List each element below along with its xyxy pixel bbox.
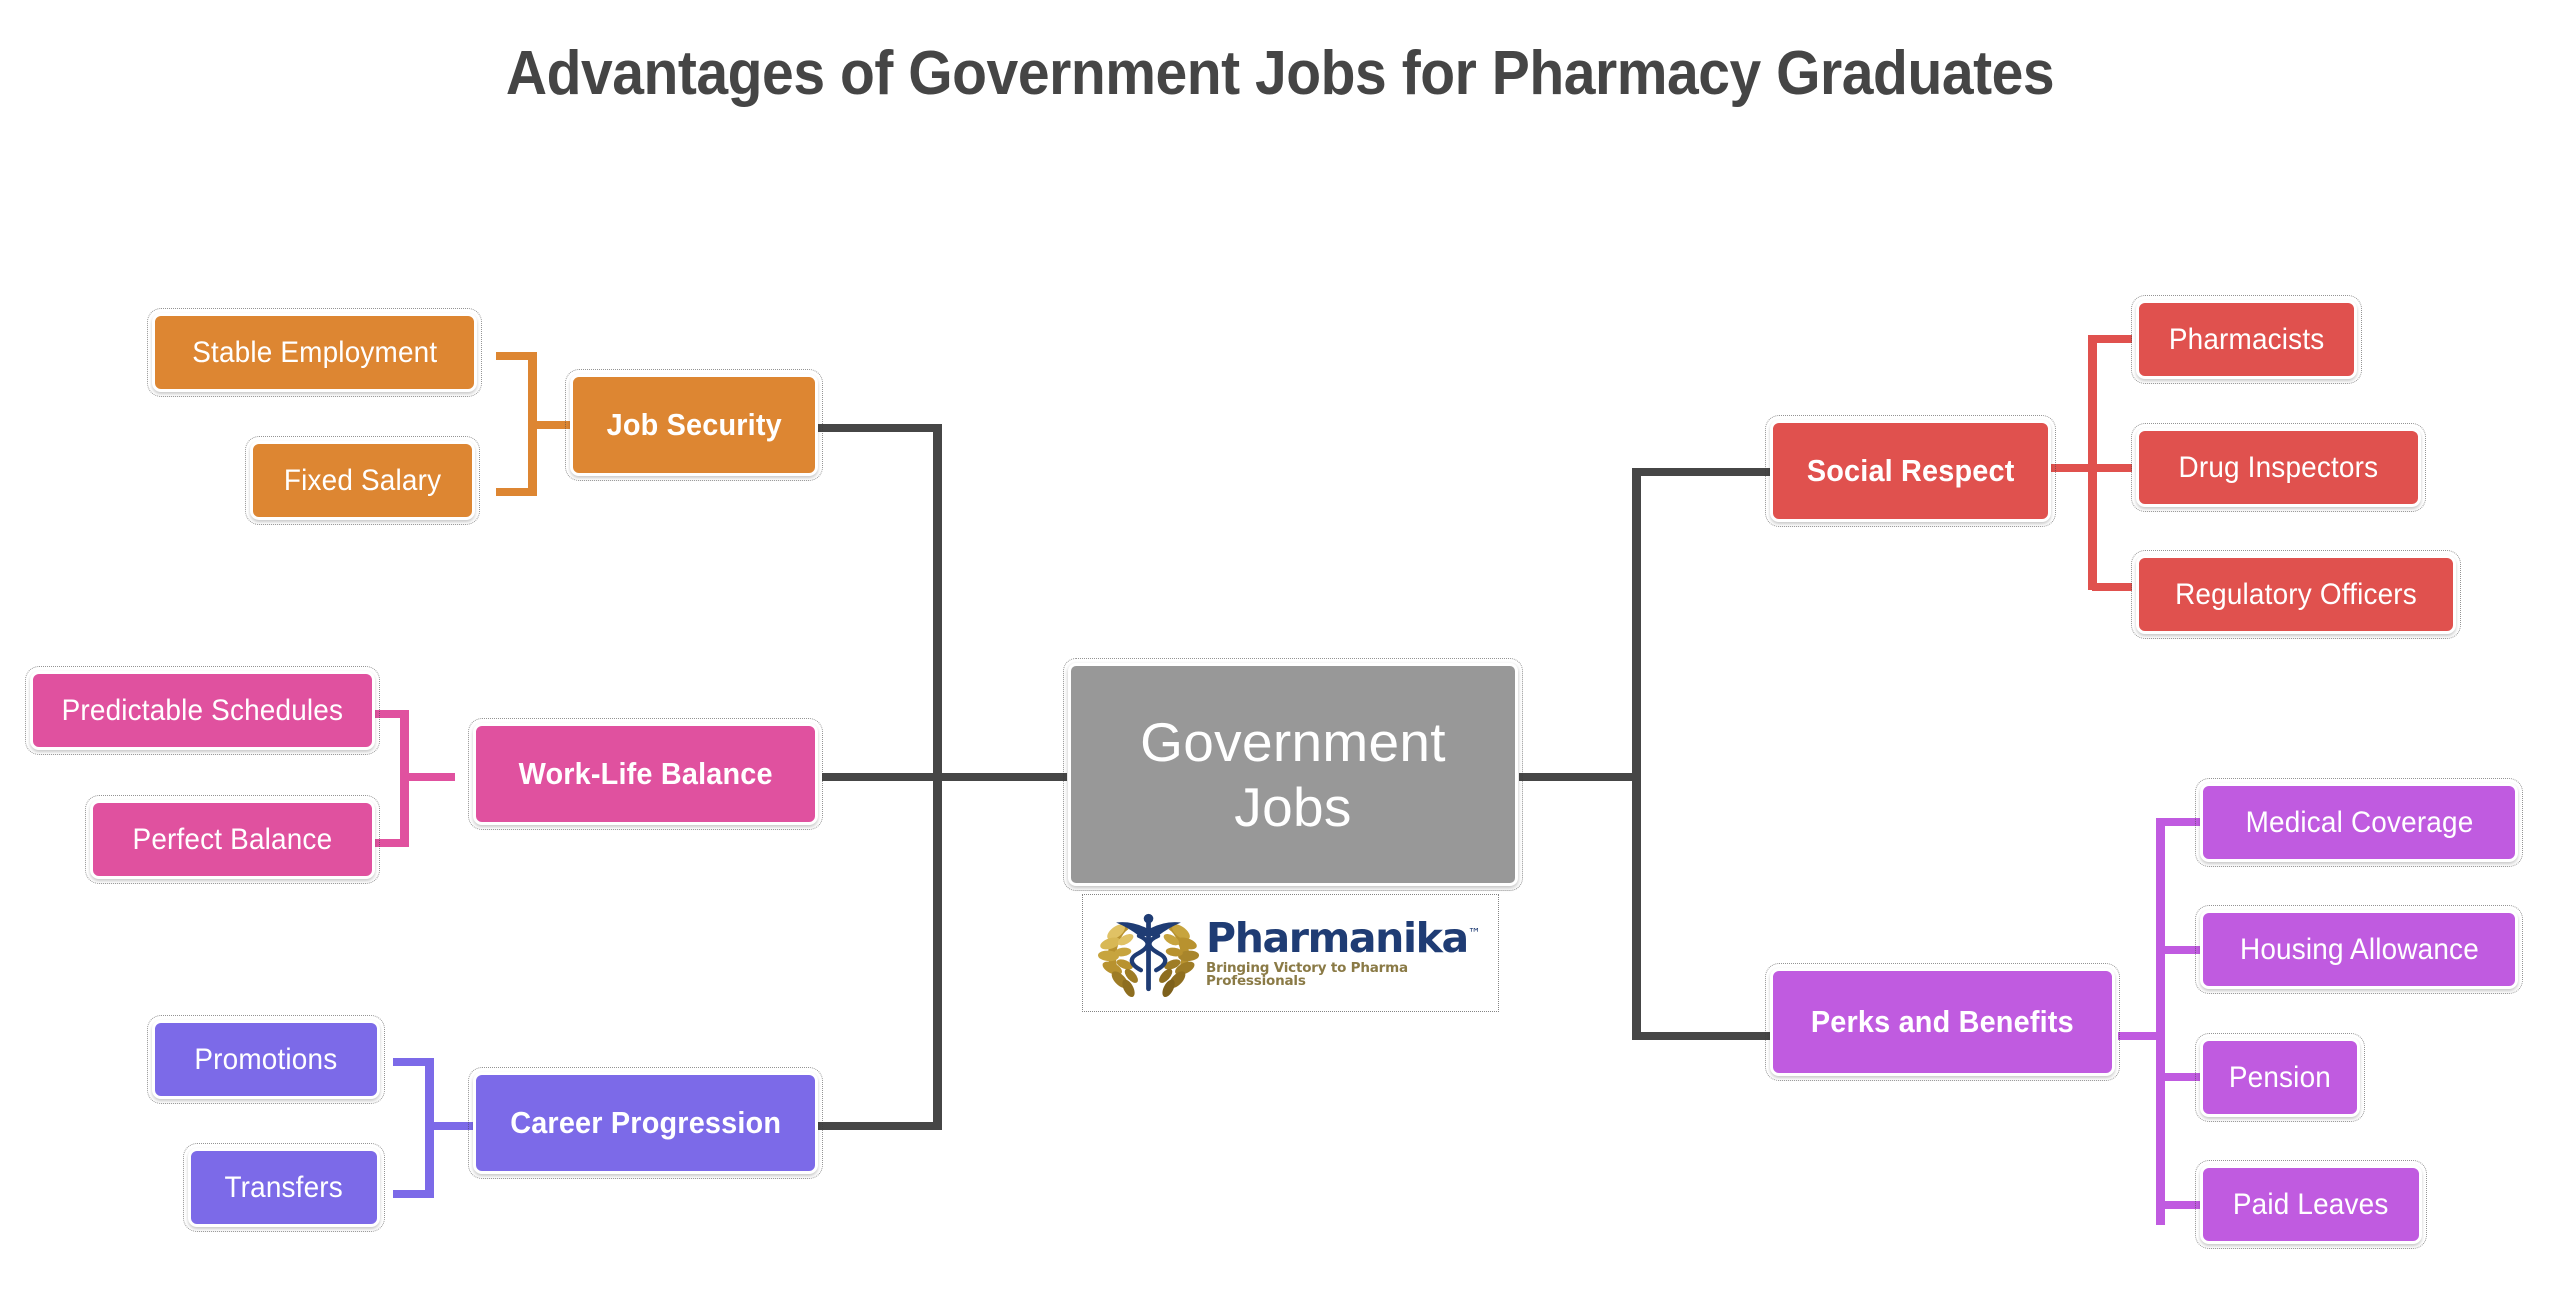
main-connector-right-vertical bbox=[1632, 468, 1641, 1040]
center-label-line1: Government bbox=[1140, 710, 1446, 773]
main-connector-left-top-arm bbox=[817, 424, 939, 432]
connector-perfect-balance-arm bbox=[375, 839, 407, 847]
node-label: Medical Coverage bbox=[2245, 805, 2473, 839]
node-label: Career Progression bbox=[510, 1104, 781, 1140]
node-label: Drug Inspectors bbox=[2178, 450, 2379, 484]
page-title: Advantages of Government Jobs for Pharma… bbox=[505, 39, 2055, 108]
logo-wordmark: Pharmanika™ bbox=[1206, 913, 1481, 962]
node-work-life-balance[interactable]: Work-Life Balance bbox=[468, 718, 823, 830]
node-career-progression[interactable]: Career Progression bbox=[468, 1067, 823, 1179]
connector-perks-vertical bbox=[2156, 818, 2165, 1225]
connector-social-respect-vertical bbox=[2088, 335, 2097, 590]
node-transfers[interactable]: Transfers bbox=[183, 1143, 385, 1232]
connector-fixed-salary-arm bbox=[496, 488, 536, 496]
trademark-symbol: ™ bbox=[1467, 925, 1481, 941]
connector-transfers-arm bbox=[393, 1190, 431, 1198]
connector-social-respect-stem bbox=[2051, 464, 2093, 472]
node-label: Housing Allowance bbox=[2239, 932, 2479, 966]
connector-paid-leaves-arm bbox=[2160, 1201, 2200, 1209]
main-connector-left-center-arm bbox=[822, 773, 1067, 781]
node-label: Pharmacists bbox=[2168, 322, 2325, 356]
connector-work-life-stem bbox=[405, 773, 455, 781]
caduceus-laurel-icon bbox=[1097, 913, 1200, 998]
node-medical-coverage[interactable]: Medical Coverage bbox=[2195, 778, 2523, 867]
connector-work-life-vertical bbox=[400, 710, 409, 847]
main-connector-right-bottom-arm bbox=[1637, 1032, 1770, 1040]
center-label-line2: Jobs bbox=[1234, 775, 1352, 838]
node-label: Perks and Benefits bbox=[1811, 1003, 2074, 1039]
node-drug-inspectors[interactable]: Drug Inspectors bbox=[2131, 423, 2426, 512]
node-label: Transfers bbox=[224, 1170, 344, 1204]
connector-job-security-vertical bbox=[528, 352, 537, 496]
node-label: Perfect Balance bbox=[132, 822, 333, 856]
connector-career-vertical bbox=[425, 1058, 434, 1198]
node-label: Pension bbox=[2228, 1060, 2332, 1094]
connector-pension-arm bbox=[2160, 1073, 2200, 1081]
node-perks-and-benefits[interactable]: Perks and Benefits bbox=[1765, 963, 2120, 1081]
node-promotions[interactable]: Promotions bbox=[147, 1015, 385, 1104]
node-paid-leaves[interactable]: Paid Leaves bbox=[2195, 1160, 2427, 1249]
node-label: Predictable Schedules bbox=[61, 693, 344, 727]
connector-housing-allowance-arm bbox=[2160, 946, 2200, 954]
connector-medical-coverage-arm bbox=[2160, 818, 2200, 826]
pharmanika-logo: Pharmanika™ Bringing Victory to Pharma P… bbox=[1082, 894, 1499, 1012]
connector-regulatory-officers-arm bbox=[2092, 583, 2132, 591]
node-label: Paid Leaves bbox=[2233, 1187, 2389, 1221]
logo-tagline: Bringing Victory to Pharma Professionals bbox=[1206, 959, 1408, 989]
connector-pharmacists-arm bbox=[2092, 335, 2132, 343]
node-predictable-schedules[interactable]: Predictable Schedules bbox=[25, 666, 380, 755]
node-pension[interactable]: Pension bbox=[2195, 1033, 2365, 1122]
connector-job-security-stem bbox=[533, 421, 570, 429]
connector-stable-employment-arm bbox=[496, 352, 536, 360]
connector-career-stem bbox=[430, 1122, 473, 1130]
node-perfect-balance[interactable]: Perfect Balance bbox=[85, 795, 380, 884]
main-connector-left-bottom-arm bbox=[817, 1122, 939, 1130]
node-label: Promotions bbox=[194, 1042, 338, 1076]
node-label: Regulatory Officers bbox=[2175, 577, 2417, 611]
node-label: Work-Life Balance bbox=[518, 755, 773, 791]
node-housing-allowance[interactable]: Housing Allowance bbox=[2195, 905, 2523, 994]
node-government-jobs-center[interactable]: Government Jobs bbox=[1063, 658, 1523, 891]
node-fixed-salary[interactable]: Fixed Salary bbox=[245, 436, 480, 525]
main-connector-right-center-arm bbox=[1519, 773, 1639, 781]
connector-promotions-arm bbox=[393, 1058, 431, 1066]
connector-predictable-schedules-arm bbox=[375, 710, 407, 718]
node-pharmacists[interactable]: Pharmacists bbox=[2131, 295, 2362, 384]
node-stable-employment[interactable]: Stable Employment bbox=[147, 308, 482, 397]
node-label: Social Respect bbox=[1806, 452, 2015, 488]
node-label: Stable Employment bbox=[191, 335, 438, 369]
node-label: Fixed Salary bbox=[283, 463, 442, 497]
node-job-security[interactable]: Job Security bbox=[565, 369, 823, 481]
connector-perks-stem bbox=[2118, 1032, 2160, 1040]
main-connector-right-top-arm bbox=[1637, 468, 1770, 476]
connector-drug-inspectors-arm bbox=[2092, 464, 2132, 472]
node-regulatory-officers[interactable]: Regulatory Officers bbox=[2131, 550, 2461, 639]
node-social-respect[interactable]: Social Respect bbox=[1765, 415, 2056, 527]
node-label: Job Security bbox=[606, 406, 782, 442]
